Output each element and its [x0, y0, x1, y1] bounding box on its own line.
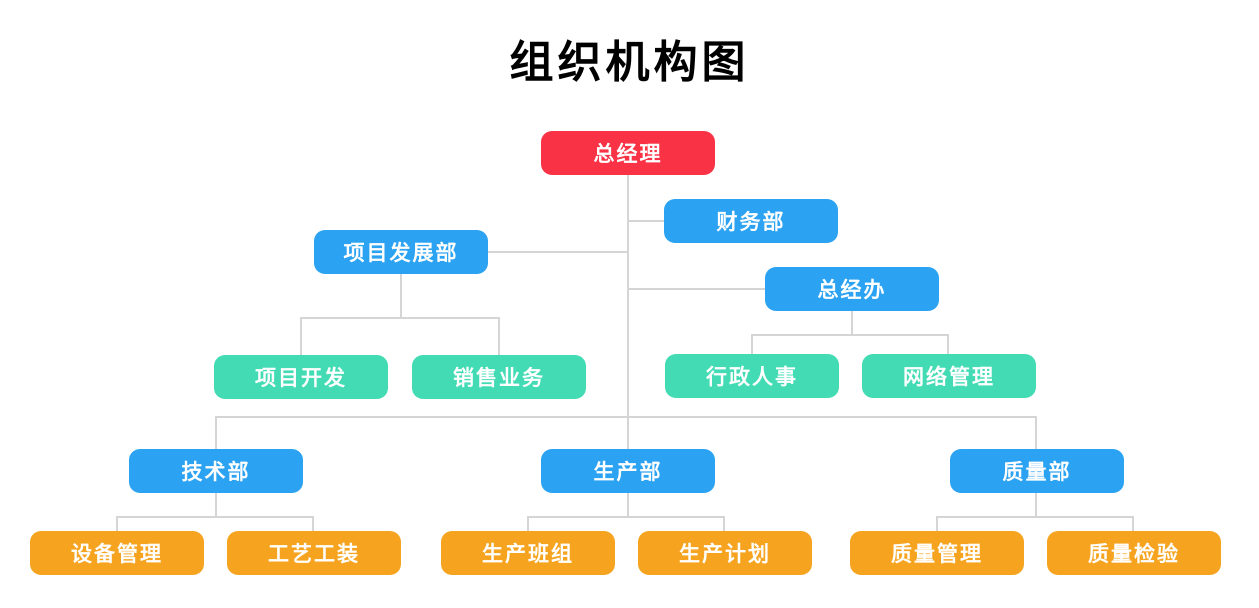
connector-line	[851, 311, 853, 335]
connector-line	[723, 516, 725, 531]
node-quality-inspection: 质量检验	[1047, 531, 1221, 575]
node-sales-business: 销售业务	[412, 355, 586, 399]
connector-line	[116, 516, 314, 518]
connector-line	[527, 516, 529, 531]
connector-line	[627, 175, 629, 449]
node-equipment-mgmt: 设备管理	[30, 531, 204, 575]
connector-line	[400, 274, 402, 318]
connector-line	[300, 317, 302, 355]
node-network-mgmt: 网络管理	[862, 354, 1036, 398]
connector-line	[936, 516, 938, 531]
node-project-dev-dept: 项目发展部	[314, 230, 488, 274]
connector-line	[300, 317, 500, 319]
connector-line	[527, 516, 725, 518]
connector-line	[498, 317, 500, 355]
connector-line	[1132, 516, 1134, 531]
connector-line	[947, 334, 949, 354]
connector-line	[627, 493, 629, 517]
connector-line	[116, 516, 118, 531]
node-general-manager: 总经理	[541, 131, 715, 175]
node-production-team: 生产班组	[441, 531, 615, 575]
connector-line	[215, 416, 1037, 418]
node-tech-dept: 技术部	[129, 449, 303, 493]
connector-line	[488, 251, 628, 253]
node-production-dept: 生产部	[541, 449, 715, 493]
node-gm-office: 总经办	[765, 267, 939, 311]
connector-line	[1035, 416, 1037, 449]
connector-line	[627, 220, 664, 222]
connector-line	[751, 334, 753, 354]
node-finance-dept: 财务部	[664, 199, 838, 243]
node-quality-mgmt: 质量管理	[850, 531, 1024, 575]
node-quality-dept: 质量部	[950, 449, 1124, 493]
node-project-development: 项目开发	[214, 355, 388, 399]
connector-line	[627, 288, 765, 290]
connector-line	[312, 516, 314, 531]
connector-line	[215, 493, 217, 517]
node-admin-hr: 行政人事	[665, 354, 839, 398]
connector-line	[215, 416, 217, 449]
connector-line	[936, 516, 1134, 518]
node-process-tooling: 工艺工装	[227, 531, 401, 575]
connector-line	[1035, 493, 1037, 517]
connector-line	[751, 334, 949, 336]
page-title: 组织机构图	[509, 38, 750, 87]
node-production-plan: 生产计划	[638, 531, 812, 575]
